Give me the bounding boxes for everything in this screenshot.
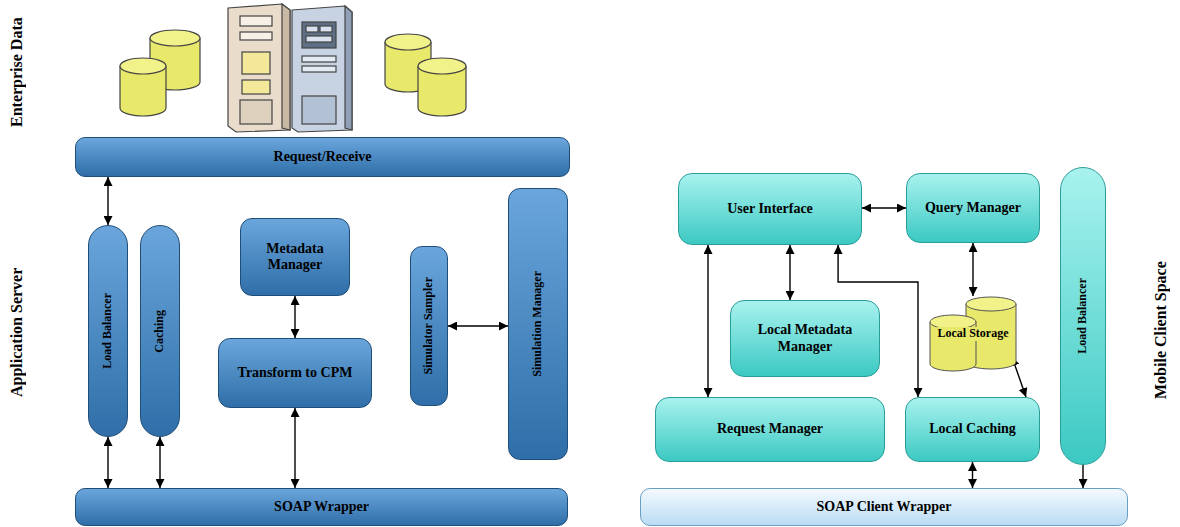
manager-bar: Simulation Manager [508, 188, 568, 460]
wrapper-bar: SOAP Client Wrapper [640, 488, 1128, 526]
caching-bar: Caching [140, 225, 180, 437]
caching-box: Local Caching [905, 397, 1040, 462]
server-tower [228, 4, 290, 132]
connector-arrow [448, 325, 508, 326]
box-label: Local Metadata Manager [736, 322, 874, 354]
layer-label: Enterprise Data [8, 8, 26, 136]
box-label: Metadata Manager [246, 241, 344, 273]
connector-arrow [1082, 465, 1083, 488]
connector-arrow [862, 207, 906, 208]
database-cylinder [418, 58, 466, 116]
box-label: Transform to CPM [238, 365, 353, 381]
box-label: Simulator Sampler [422, 277, 436, 374]
box-label: SOAP Client Wrapper [817, 499, 952, 515]
request-bar: Request/Receive [75, 137, 570, 177]
box-label: Simulation Manager [531, 271, 545, 377]
interface-box: User Interface [678, 173, 862, 245]
box-label: Request/Receive [274, 149, 372, 165]
connector-arrow [972, 462, 973, 488]
layer-label: Mobile Client Space [1152, 205, 1170, 455]
connector-arrow [294, 296, 295, 338]
manager-box: Request Manager [655, 397, 885, 462]
manager-box: Metadata Manager [240, 218, 350, 296]
storage-cylinder: Local Storage [928, 296, 1018, 372]
manager-box: Local Metadata Manager [730, 300, 880, 377]
transform-box: Transform to CPM [218, 338, 372, 408]
wrapper-bar: SOAP Wrapper [75, 488, 568, 526]
connector-arrow [294, 408, 295, 488]
manager-box: Query Manager [906, 173, 1040, 243]
connector-arrow [707, 245, 708, 397]
connector-arrow [159, 437, 160, 488]
sampler-box: Simulator Sampler [410, 246, 448, 406]
box-label: Load Balancer [1076, 278, 1090, 354]
connector-arrow [107, 437, 108, 488]
box-label: SOAP Wrapper [274, 499, 369, 515]
box-label: Caching [153, 310, 167, 353]
load-balancer: Load Balancer [88, 225, 128, 437]
box-label: Request Manager [717, 421, 823, 437]
layer-label: Application Server [8, 222, 26, 442]
box-label: Load Balancer [101, 293, 115, 369]
connector-arrow [789, 245, 790, 300]
server-tower [292, 6, 352, 132]
box-label: Local Caching [929, 421, 1016, 437]
connector-arrow [972, 243, 973, 296]
load-balancer: Load Balancer [1060, 167, 1106, 465]
database-cylinder [120, 58, 166, 116]
box-label: Query Manager [925, 200, 1021, 216]
box-label: Local Storage [936, 327, 1011, 341]
box-label: User Interface [727, 201, 813, 217]
connector-arrow [107, 177, 108, 225]
